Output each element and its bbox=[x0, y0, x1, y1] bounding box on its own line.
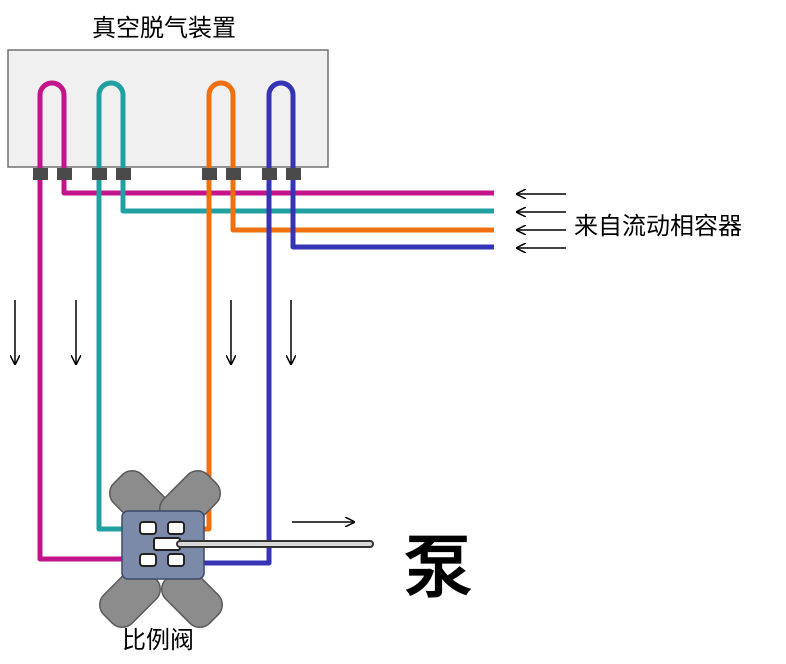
fitting bbox=[33, 168, 48, 180]
fitting bbox=[226, 168, 241, 180]
incoming-line-teal bbox=[120, 170, 494, 214]
outgoing-line-blue bbox=[176, 170, 272, 566]
fitting bbox=[202, 168, 217, 180]
u-tube-blue bbox=[266, 80, 296, 173]
u-tube-orange bbox=[206, 80, 236, 173]
fitting bbox=[116, 168, 131, 180]
fitting bbox=[286, 168, 301, 180]
outgoing-line-magenta bbox=[37, 170, 146, 562]
valve-ports bbox=[139, 521, 185, 567]
incoming-lines bbox=[61, 170, 494, 250]
pump-label: 泵 bbox=[404, 529, 473, 608]
source-label: 来自流动相容器 bbox=[574, 212, 742, 240]
degasser-u-tubes bbox=[37, 80, 296, 173]
fitting bbox=[57, 168, 72, 180]
flow-arrows bbox=[15, 300, 291, 364]
inlet-arrows bbox=[517, 194, 566, 248]
valve-label: 比例阀 bbox=[122, 626, 194, 654]
u-tube-teal bbox=[96, 80, 126, 173]
fitting bbox=[92, 168, 107, 180]
degasser-box bbox=[7, 49, 329, 168]
proportioning-valve bbox=[98, 469, 224, 629]
incoming-line-blue bbox=[290, 170, 494, 250]
u-tube-magenta bbox=[37, 80, 67, 173]
incoming-line-orange bbox=[230, 170, 494, 233]
degasser-fittings bbox=[33, 168, 301, 180]
fitting bbox=[262, 168, 277, 180]
degasser-label: 真空脱气装置 bbox=[92, 14, 236, 42]
